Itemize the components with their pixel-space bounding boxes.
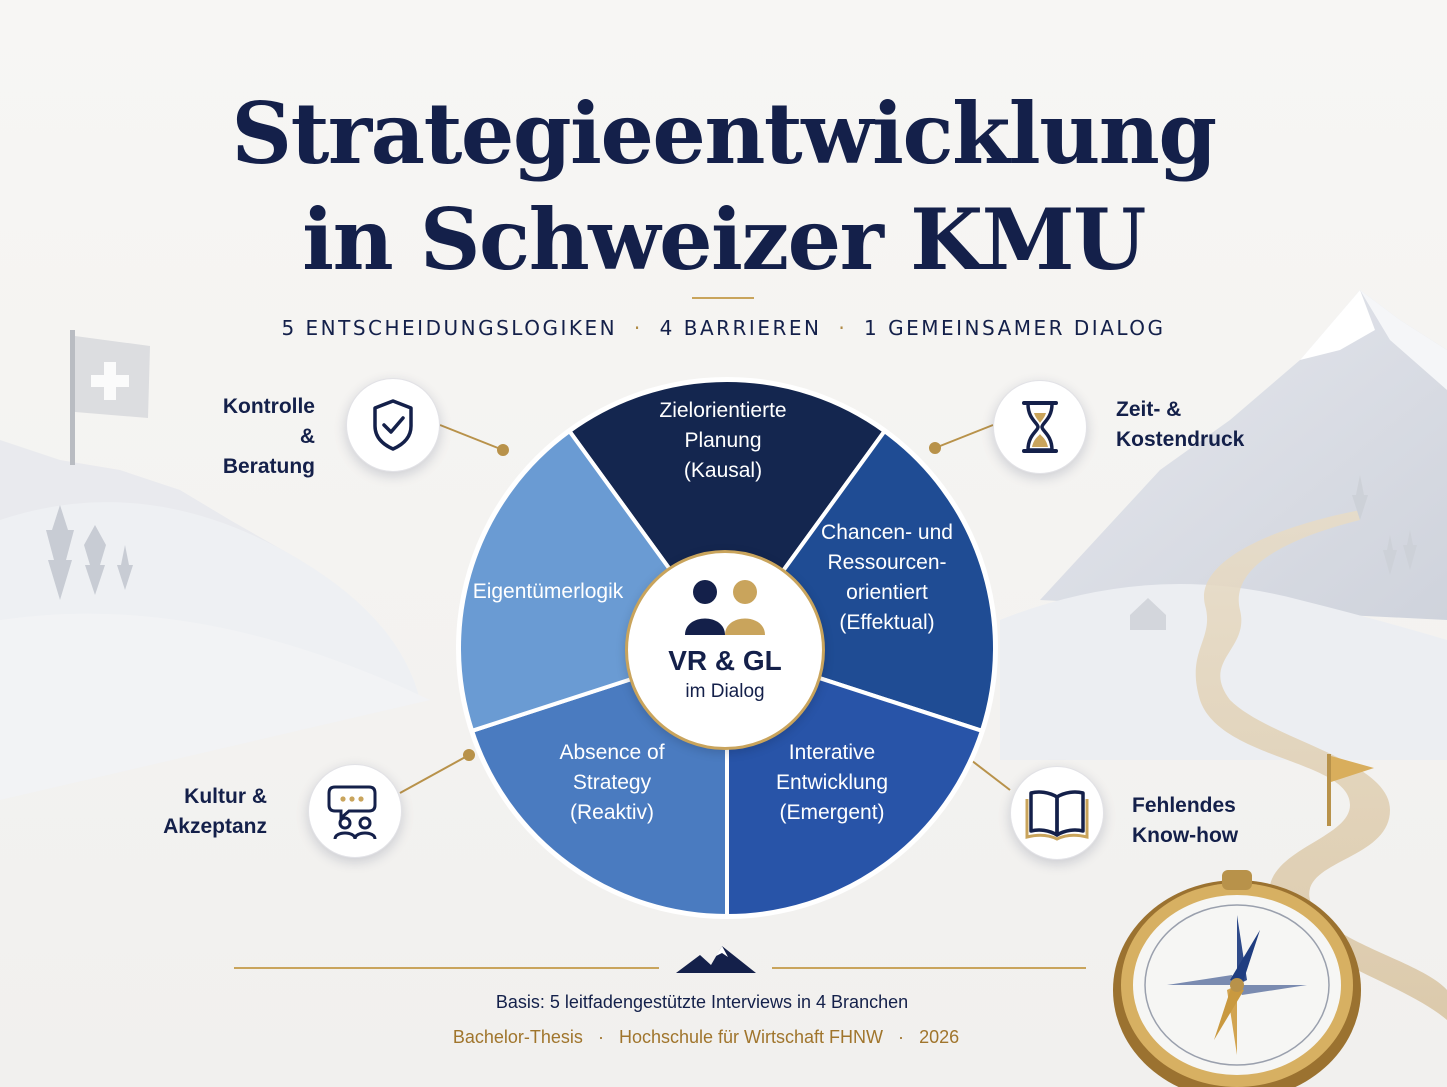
segment-line: Zielorientierte [659,399,787,422]
mountain-logo-icon [676,946,756,973]
hourglass-icon [1022,401,1058,453]
center-subtitle: im Dialog [685,681,765,702]
wheel-segment-0 [566,378,888,652]
shield-check-icon [373,399,413,451]
open-book-icon [1025,790,1089,841]
page-title-line-1: Strategieentwicklung [231,84,1217,183]
gold-goal-flag [1327,754,1374,826]
barrier-line: Akzeptanz [163,815,267,838]
footer-divider-left [234,967,659,969]
center-dialog-disc: VR & GL im Dialog [625,550,825,750]
segment-line: Entwicklung [775,771,889,794]
subtitle-part-2: 4 BARRIEREN [659,316,822,340]
segment-label-effektual: Chancen- und Ressourcen- orientiert (Eff… [787,518,987,638]
two-people-icon [685,580,765,635]
barrier-label-knowhow: Fehlendes Know-how [1132,791,1238,851]
footer-basis: Basis: 5 leitfadengestützte Interviews i… [495,992,909,1012]
chat-people-icon [327,785,377,840]
barrier-line: Kultur & [184,785,267,808]
subtitle: 5 ENTSCHEIDUNGSLOGIKEN · 4 BARRIEREN · 1… [0,316,1447,340]
barrier-badge-knowhow [1010,766,1104,860]
subtitle-part-3: 1 GEMEINSAMER DIALOG [864,316,1166,340]
segment-line: (Effektual) [839,611,935,634]
barrier-label-kultur: Kultur & Akzeptanz [150,782,267,842]
credit-year: 2026 [919,1027,960,1047]
barrier-label-kontrolle: Kontrolle & Beratung [203,392,315,482]
segment-label-reaktiv: Absence of Strategy (Reaktiv) [512,738,712,828]
segment-line: (Reaktiv) [569,801,654,824]
segment-label-emergent: Interative Entwicklung (Emergent) [732,738,932,828]
barrier-badge-kultur [308,764,402,858]
barrier-line: Kontrolle & [222,395,315,448]
segment-line: Chancen- und [821,521,953,544]
title-divider [692,297,754,299]
segment-line: Ressourcen- [827,551,947,574]
barrier-label-zeit: Zeit- & Kostendruck [1116,395,1244,455]
credit-separator: · [898,1027,905,1047]
page-title-line-2: in Schweizer KMU [302,190,1146,289]
barrier-line: Kostendruck [1116,428,1245,451]
barrier-line: Zeit- & [1116,398,1182,421]
footer-credits: Bachelor-Thesis · Hochschule für Wirtsch… [0,1027,1412,1048]
credit-school: Hochschule für Wirtschaft FHNW [618,1027,884,1047]
subtitle-part-1: 5 ENTSCHEIDUNGSLOGIKEN [281,316,618,340]
credit-separator: · [597,1027,604,1047]
segment-line: Strategy [572,771,652,794]
footer-divider-right [772,967,1086,969]
center-title: VR & GL [668,645,782,676]
segment-line: (Emergent) [779,801,885,824]
subtitle-separator: · [838,316,848,340]
segment-line: Interative [788,741,876,764]
barrier-badge-kontrolle [346,378,440,472]
barrier-line: Beratung [222,455,315,478]
segment-label-kausal: Zielorientierte Planung (Kausal) [623,396,823,486]
credit-thesis: Bachelor-Thesis [452,1027,583,1047]
barrier-badge-zeit [993,380,1087,474]
segment-line: Absence of [559,741,665,764]
segment-line: orientiert [846,581,928,604]
segment-line: Planung [684,429,762,452]
compass-icon [1113,870,1361,1087]
swiss-flag [70,330,150,465]
subtitle-separator: · [633,316,643,340]
segment-line: Eigentümerlogik [472,580,624,603]
barrier-line: Fehlendes [1132,794,1236,817]
segment-label-eigentuemer: Eigentümerlogik [448,577,648,607]
barrier-line: Know-how [1132,824,1239,847]
segment-line: (Kausal) [683,459,763,482]
